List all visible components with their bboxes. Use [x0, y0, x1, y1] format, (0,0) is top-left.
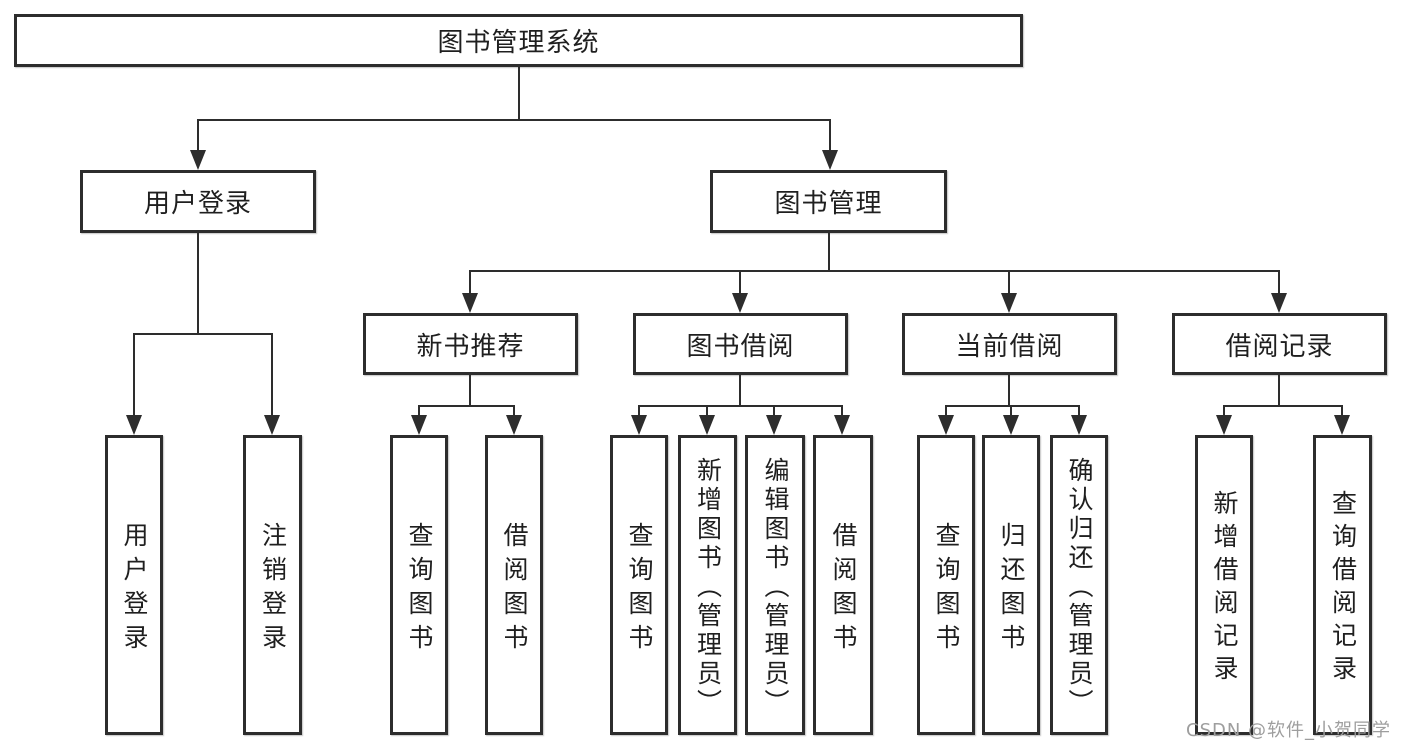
arrow-head [506, 415, 522, 435]
node-user-login-label: 用户登录 [143, 189, 252, 219]
connector-root-hline [197, 119, 831, 121]
connector-line [1008, 270, 1010, 305]
leaf-query-books-recommend: 查询图书 [390, 435, 448, 735]
leaf-return-books: 归还图书 [982, 435, 1040, 735]
connector-new-books-stem [469, 375, 471, 407]
arrow-head [834, 415, 850, 435]
arrow-head [1216, 415, 1232, 435]
node-user-login: 用户登录 [80, 170, 316, 233]
node-new-book-recommend: 新书推荐 [363, 313, 578, 375]
connector-book-mgmt-hline [469, 270, 1280, 272]
leaf-label: 查询借阅记录 [1328, 490, 1358, 688]
leaf-label: 查询图书 [405, 521, 434, 658]
leaf-label: 借阅图书 [500, 521, 529, 658]
connector-line [739, 270, 741, 305]
leaf-label: 确认归还（管理员） [1065, 456, 1094, 718]
node-book-management-label: 图书管理 [774, 189, 883, 219]
node-root-label: 图书管理系统 [437, 28, 600, 58]
arrow-head [822, 150, 838, 170]
leaf-query-borrow-record: 查询借阅记录 [1313, 435, 1372, 735]
node-book-management: 图书管理 [710, 170, 947, 233]
arrow-head [938, 415, 954, 435]
node-borrow-records-label: 借阅记录 [1225, 331, 1334, 362]
leaf-add-books-admin: 新增图书（管理员） [678, 435, 737, 735]
node-borrow-records: 借阅记录 [1172, 313, 1387, 375]
node-book-borrow-label: 图书借阅 [686, 331, 795, 362]
leaf-label: 归还图书 [997, 521, 1026, 658]
arrow-head [190, 150, 206, 170]
arrow-head [126, 415, 142, 435]
arrow-head [1271, 293, 1287, 313]
connector-current-borrow-stem [1008, 375, 1010, 407]
arrow-head [766, 415, 782, 435]
leaf-user-login: 用户登录 [105, 435, 163, 735]
leaf-query-books-borrow: 查询图书 [610, 435, 668, 735]
arrow-head [462, 293, 478, 313]
node-root: 图书管理系统 [14, 14, 1023, 67]
connector-borrow-records-stem [1278, 375, 1280, 407]
connector-line [133, 333, 135, 427]
connector-line [197, 119, 199, 162]
node-current-borrow: 当前借阅 [902, 313, 1117, 375]
leaf-label: 用户登录 [120, 521, 149, 658]
leaf-label: 新增图书（管理员） [693, 456, 723, 718]
connector-book-mgmt-stem [828, 233, 830, 272]
connector-current-borrow-hline [945, 405, 1080, 407]
connector-user-login-stem [197, 233, 199, 335]
connector-line [829, 119, 831, 162]
arrow-head [1003, 415, 1019, 435]
leaf-label: 编辑图书（管理员） [761, 456, 790, 718]
connector-book-borrow-hline [638, 405, 843, 407]
leaf-label: 新增借阅记录 [1210, 490, 1239, 688]
arrow-head [1001, 293, 1017, 313]
arrow-head [732, 293, 748, 313]
arrow-head [699, 415, 715, 435]
arrow-head [1071, 415, 1087, 435]
connector-user-login-hline [133, 333, 273, 335]
node-new-book-recommend-label: 新书推荐 [416, 331, 525, 362]
connector-root-stem [518, 67, 520, 121]
leaf-label: 借阅图书 [829, 521, 858, 658]
leaf-label: 查询图书 [625, 521, 654, 658]
leaf-logout: 注销登录 [243, 435, 302, 735]
leaf-query-books-current: 查询图书 [917, 435, 975, 735]
arrow-head [264, 415, 280, 435]
leaf-edit-books-admin: 编辑图书（管理员） [745, 435, 805, 735]
node-current-borrow-label: 当前借阅 [955, 331, 1064, 362]
connector-new-books-hline [418, 405, 515, 407]
connector-borrow-records-hline [1223, 405, 1343, 407]
arrow-head [631, 415, 647, 435]
arrow-head [1334, 415, 1350, 435]
arrow-head [411, 415, 427, 435]
leaf-borrow-books-recommend: 借阅图书 [485, 435, 543, 735]
connector-line [271, 333, 273, 427]
leaf-label: 查询图书 [932, 521, 961, 658]
leaf-add-borrow-record: 新增借阅记录 [1195, 435, 1253, 735]
node-book-borrow: 图书借阅 [633, 313, 848, 375]
leaf-label: 注销登录 [258, 521, 288, 658]
leaf-borrow-books: 借阅图书 [813, 435, 873, 735]
connector-line [469, 270, 471, 305]
connector-book-borrow-stem [739, 375, 741, 407]
watermark: CSDN @软件_小贺同学 [1186, 720, 1392, 741]
connector-line [1278, 270, 1280, 305]
leaf-confirm-return-admin: 确认归还（管理员） [1050, 435, 1108, 735]
